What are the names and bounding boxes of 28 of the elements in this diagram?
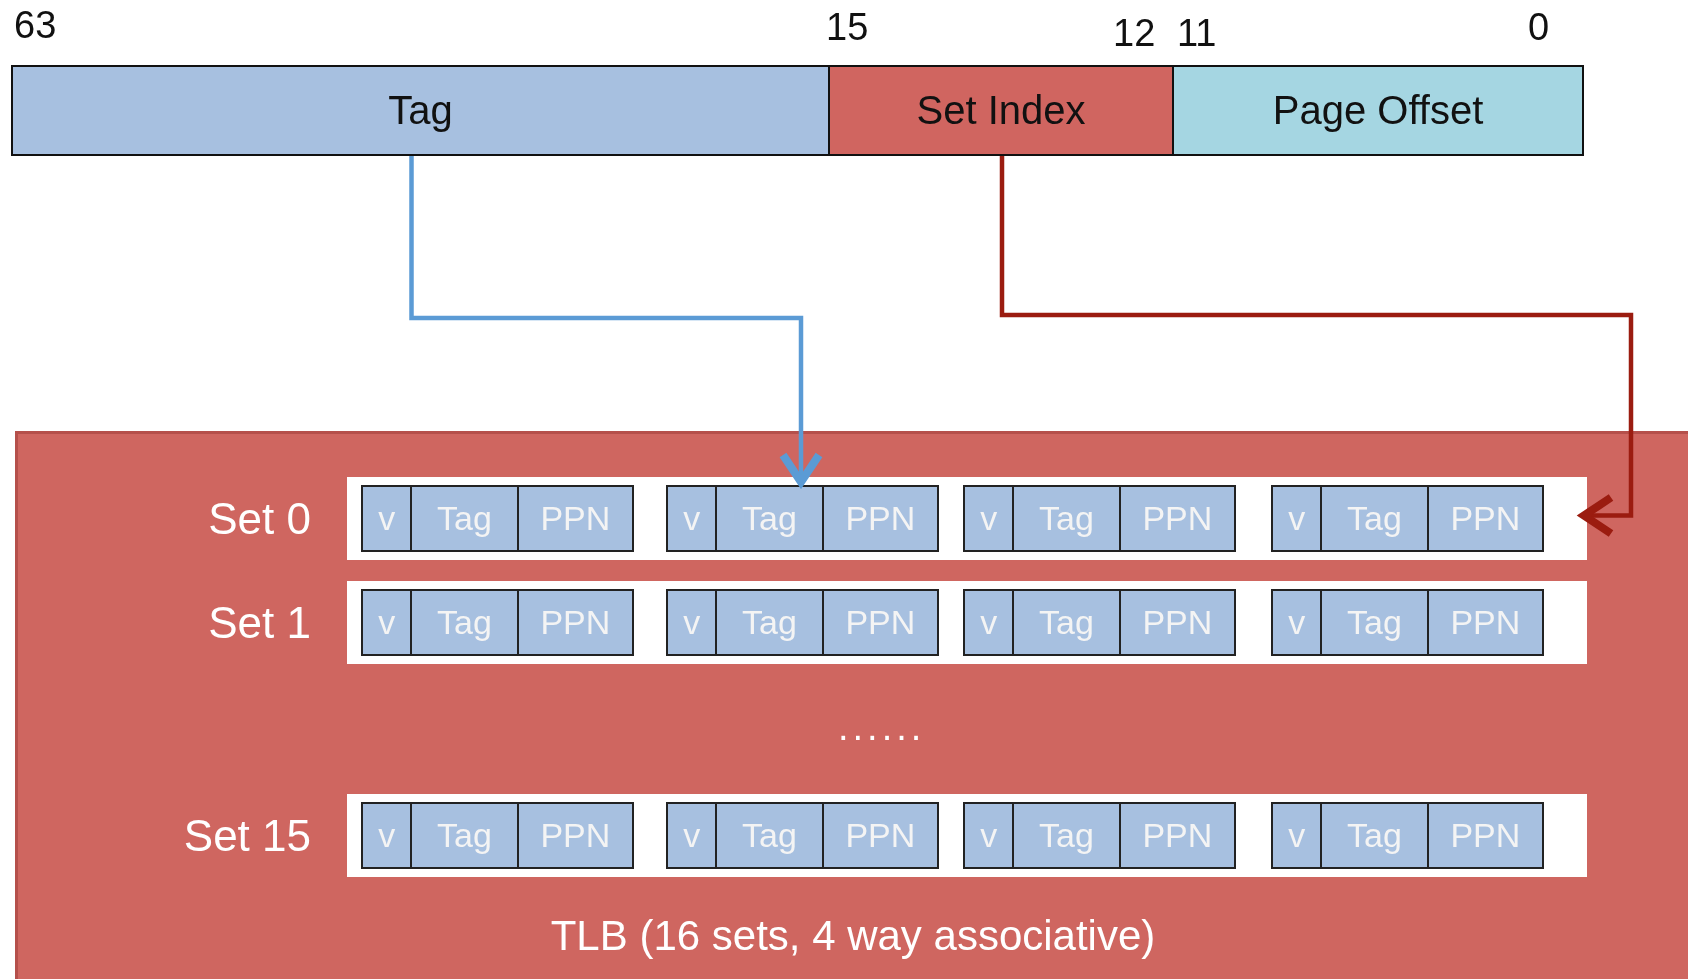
tlb-entry: [1271, 485, 1544, 552]
bit-number: 15: [826, 6, 869, 49]
arrow: [409, 156, 824, 487]
tlb-entry: [361, 802, 634, 869]
arrow: [999, 156, 1634, 538]
address-field: Set Index: [828, 65, 1174, 156]
tlb-entry: [963, 802, 1236, 869]
bit-number: 63: [14, 4, 57, 47]
address-field: Tag: [11, 65, 830, 156]
tlb-entry: [666, 589, 939, 656]
set-label: Set 0: [208, 493, 311, 544]
bit-number: 12: [1113, 12, 1156, 55]
tlb-caption: TLB (16 sets, 4 way associative): [549, 912, 1157, 960]
tlb-entry: [1271, 802, 1544, 869]
tlb-entry: [666, 485, 939, 552]
tlb-entry: [666, 802, 939, 869]
tlb-entry: [963, 485, 1236, 552]
bit-number: 11: [1177, 12, 1217, 55]
address-field: Page Offset: [1172, 65, 1584, 156]
set-label: Set 15: [183, 810, 311, 861]
tlb-entry: [361, 589, 634, 656]
tlb-panel: [15, 431, 1688, 979]
tlb-entry: [963, 589, 1236, 656]
ellipsis: ......: [838, 706, 926, 749]
set-label: Set 1: [208, 597, 311, 648]
bit-number: 0: [1528, 6, 1550, 49]
tlb-entry: [1271, 589, 1544, 656]
tlb-entry: [361, 485, 634, 552]
